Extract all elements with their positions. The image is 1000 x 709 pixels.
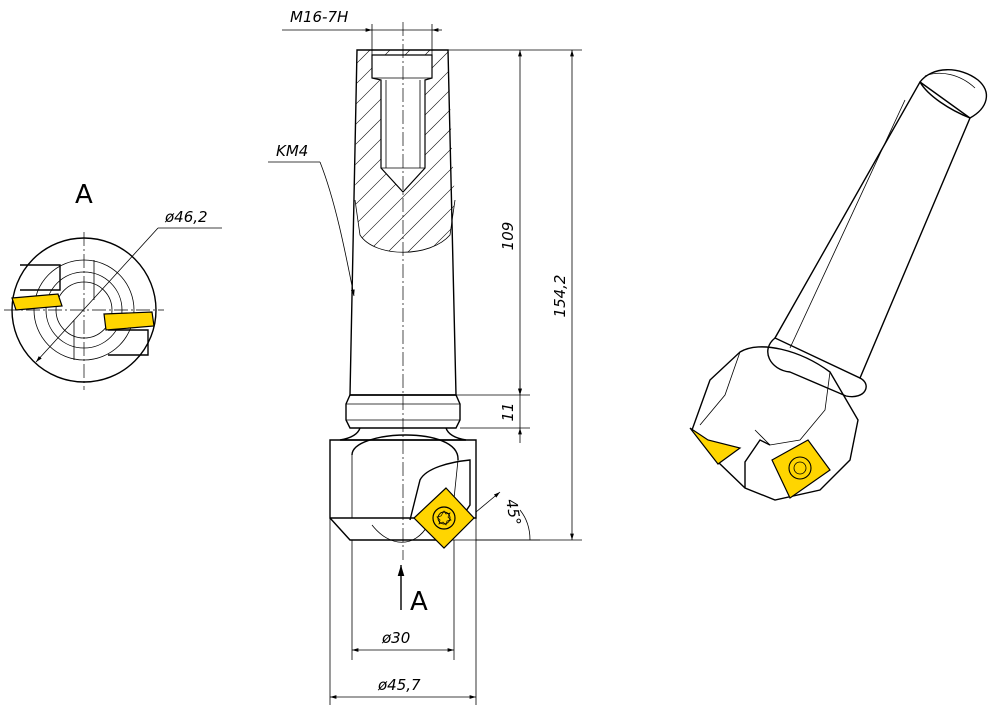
flute-window xyxy=(409,459,471,521)
dim-154-label: 154,2 xyxy=(551,275,569,318)
iso-shank-edge xyxy=(919,81,971,119)
iso-collar xyxy=(767,337,867,398)
insert-left xyxy=(11,293,63,311)
thread-bore xyxy=(371,54,433,193)
dim-d45-label: ø45,7 xyxy=(377,676,421,694)
diameter-dim-line xyxy=(35,227,159,363)
main-side-view xyxy=(329,22,477,560)
iso-head-edge-right xyxy=(754,371,831,446)
cutting-insert xyxy=(413,487,475,549)
iso-head-edge-left xyxy=(699,351,741,426)
flute-edges xyxy=(73,260,95,360)
dim-109-label: 109 xyxy=(499,222,517,251)
isometric-view xyxy=(689,69,988,501)
insert-right xyxy=(103,311,155,331)
iso-insert-front xyxy=(771,439,831,499)
dimensions: M16-7H KM4 109 11 154,2 45° A ø30 xyxy=(268,8,582,705)
thread-lines xyxy=(372,77,432,169)
iso-shank-end xyxy=(919,69,988,119)
taper-label: KM4 xyxy=(276,142,308,160)
view-letter: A xyxy=(410,587,428,617)
section-view-a: A ø46,2 xyxy=(4,180,222,390)
head-shoulder-curve xyxy=(351,434,459,461)
diameter-view-label: ø46,2 xyxy=(164,208,208,226)
dim-d30-label: ø30 xyxy=(381,629,410,647)
dim-11-label: 11 xyxy=(499,402,517,421)
taper-leader xyxy=(319,161,355,297)
iso-head xyxy=(691,346,859,501)
section-letter: A xyxy=(75,180,93,210)
head-flute-curve xyxy=(371,524,429,543)
angle-arc xyxy=(519,509,531,541)
thread-label: M16-7H xyxy=(290,8,348,26)
iso-shank xyxy=(774,80,971,379)
iso-insert-left xyxy=(689,427,742,465)
iso-head-flute xyxy=(744,439,771,488)
iso-shank-chamfer xyxy=(924,72,976,89)
iso-shank-shade xyxy=(789,99,906,349)
hatched-section xyxy=(355,50,455,253)
flute-lower-right xyxy=(108,329,149,356)
collar xyxy=(345,394,461,429)
flute-upper-left xyxy=(20,264,61,291)
angle-label: 45° xyxy=(502,498,524,527)
section-cut-boundary xyxy=(354,199,456,253)
angle-leader xyxy=(475,491,501,513)
